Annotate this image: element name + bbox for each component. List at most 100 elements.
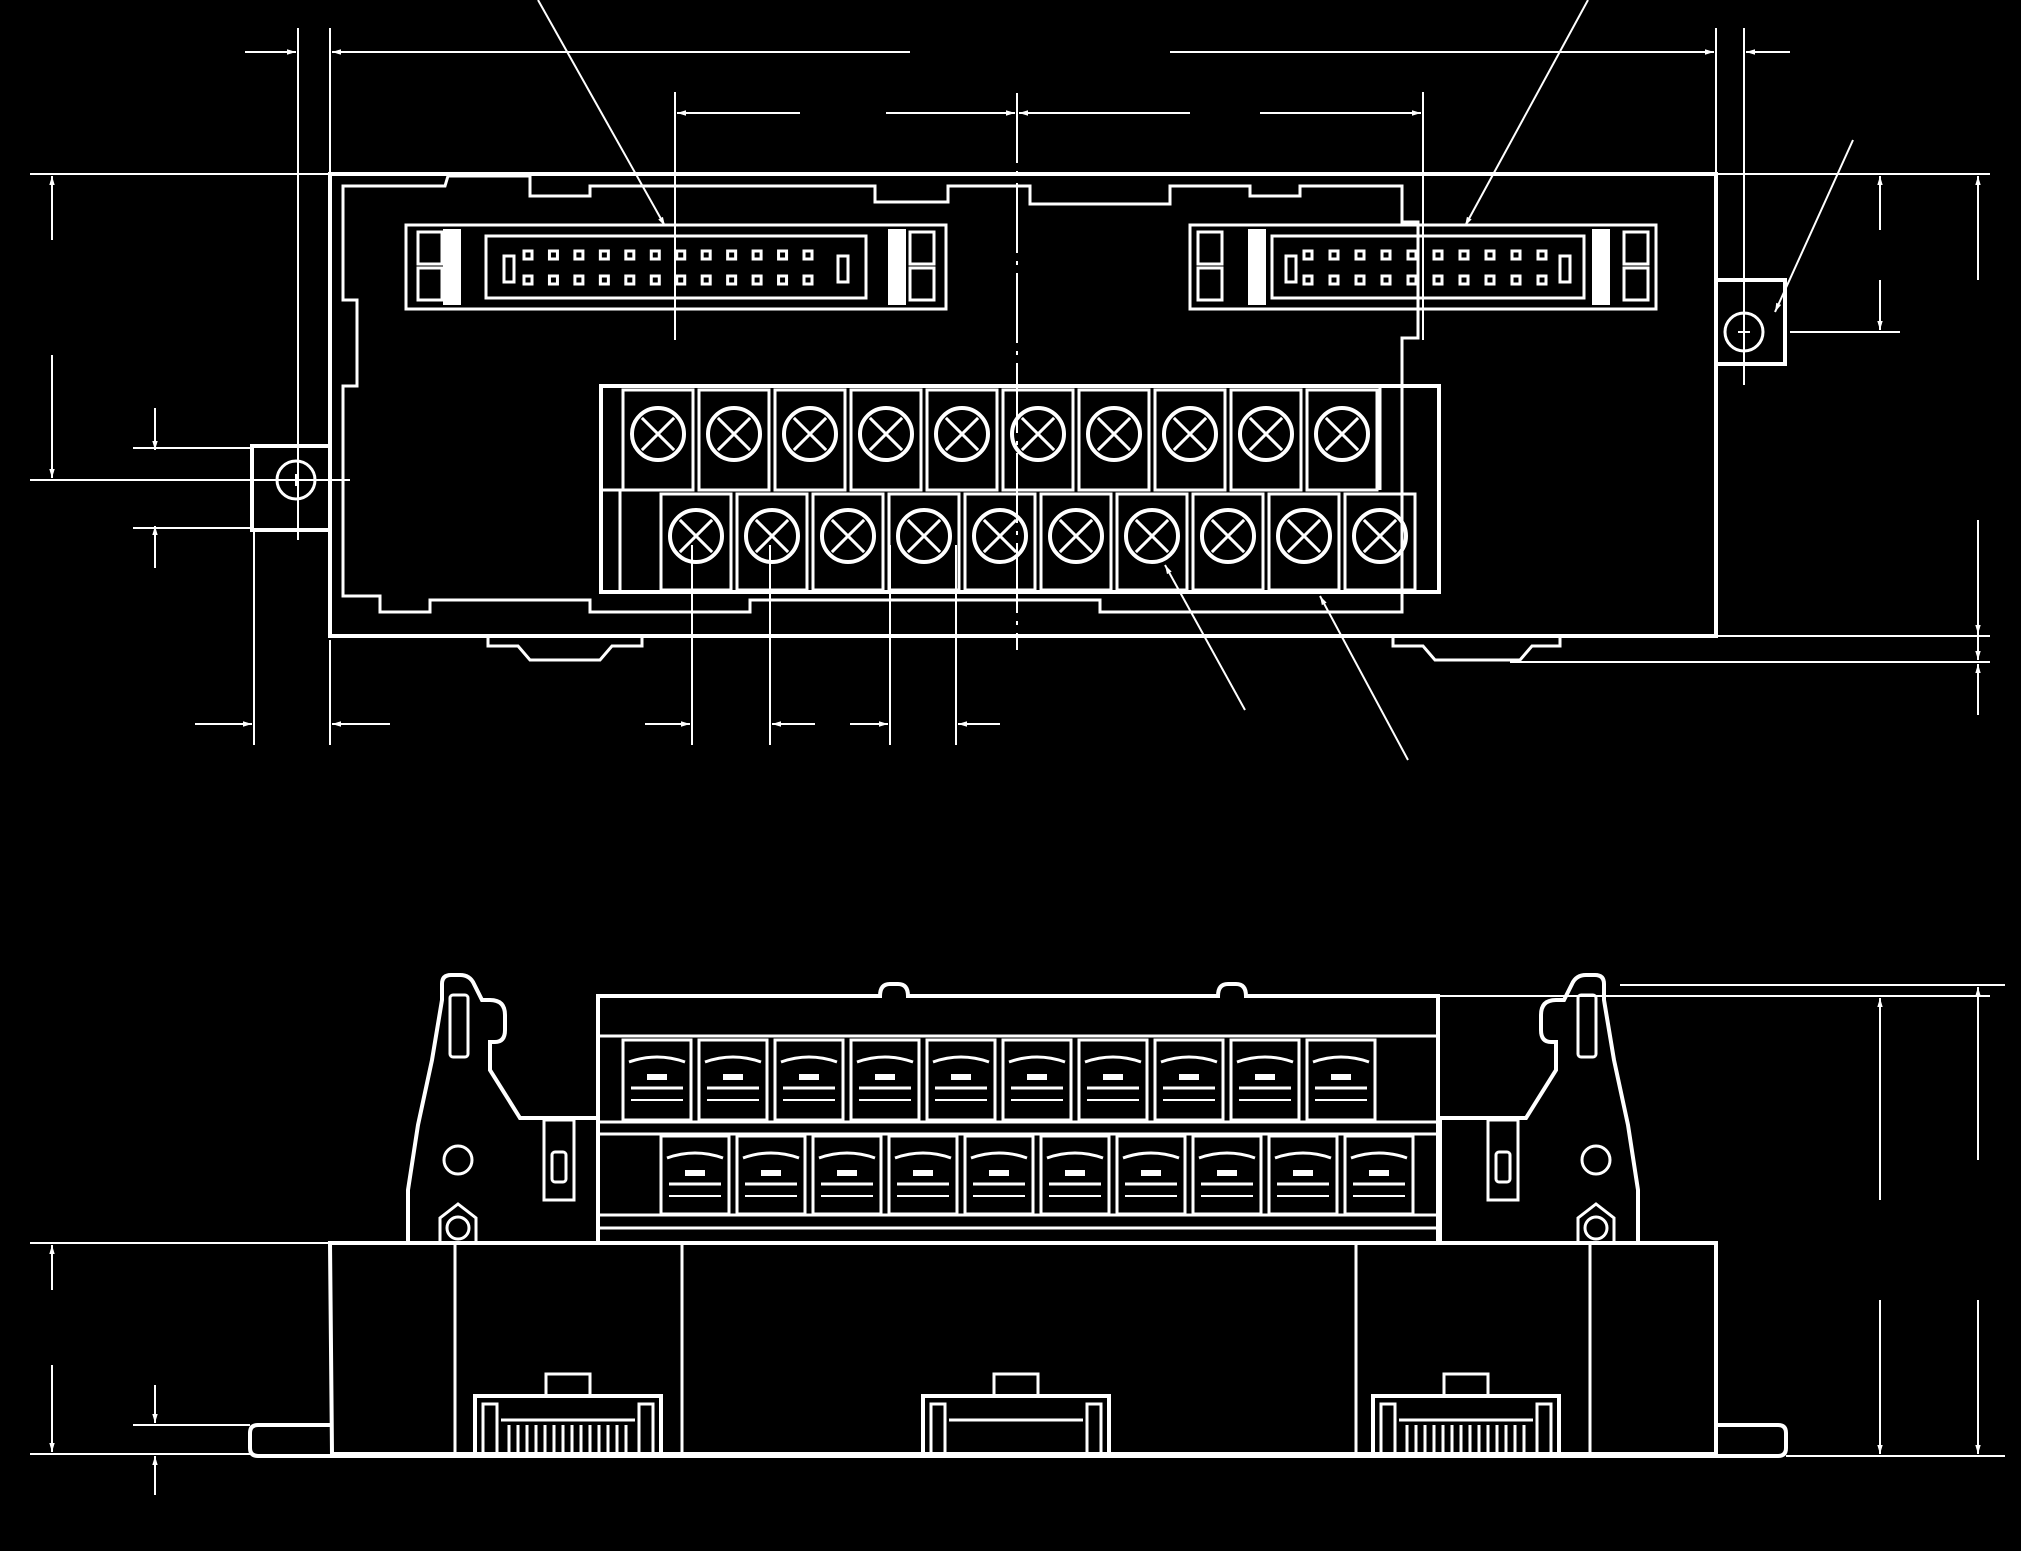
left-latch-post (406, 973, 600, 1243)
right-latch-post (1438, 973, 1640, 1243)
front-view (30, 973, 2005, 1495)
front-view-base (327, 1241, 1718, 1456)
connector-pin (598, 249, 610, 261)
screw-cross-icon (640, 416, 676, 452)
terminal-cell (1039, 492, 1113, 592)
connector-pin (1536, 249, 1548, 261)
connector-pin (624, 274, 636, 286)
connector-pin (598, 274, 610, 286)
terminal-cell (659, 492, 733, 592)
terminal-clamp-curve (742, 1151, 800, 1160)
top-view-housing-outer (328, 172, 1718, 638)
clip-side (929, 1402, 947, 1456)
terminal-front-cell (1229, 1038, 1301, 1122)
connector-pin (675, 274, 687, 286)
terminal-cell (963, 492, 1037, 592)
connector-pin (522, 274, 534, 286)
terminal-screw-head (837, 1170, 857, 1176)
terminal-screw-head (799, 1074, 819, 1080)
terminal-front-cell (1305, 1038, 1377, 1122)
clip-tab (544, 1372, 592, 1398)
terminal-screw-icon (668, 508, 724, 564)
terminal-front-cell (659, 1134, 731, 1216)
left-mounting-ear (250, 444, 330, 532)
clip-side (1535, 1402, 1553, 1456)
terminal-screw-icon (972, 508, 1028, 564)
top-view-bottom-clip-left (486, 636, 644, 662)
terminal-row-upper-cells (621, 1038, 1377, 1122)
terminal-screw-icon (1010, 406, 1066, 462)
terminal-screw-head (1103, 1074, 1123, 1080)
screw-cross-icon (1210, 518, 1246, 554)
terminal-cell (1229, 388, 1303, 492)
terminal-screw-icon (630, 406, 686, 462)
terminal-front-cell (925, 1038, 997, 1122)
connector-pin (802, 274, 814, 286)
terminal-cell (697, 388, 771, 492)
terminal-screw-head (913, 1170, 933, 1176)
top-view-leader-lines (537, 0, 1854, 761)
front-view-bottom-clips (473, 1372, 1561, 1456)
connector-pin (751, 249, 763, 261)
connector-pin (726, 274, 738, 286)
terminal-cell (1153, 388, 1227, 492)
connector-pin (547, 249, 559, 261)
terminal-cell (1077, 388, 1151, 492)
terminal-screw-head (1255, 1074, 1275, 1080)
terminal-clamp-curve (1046, 1151, 1104, 1160)
screw-cross-icon (1286, 518, 1322, 554)
terminal-front-cell (1001, 1038, 1073, 1122)
connector-right-pins (1302, 249, 1548, 286)
connector-pin (751, 274, 763, 286)
screw-cross-icon (944, 416, 980, 452)
terminal-front-cell (1077, 1038, 1149, 1122)
terminal-front-cell (697, 1038, 769, 1122)
terminal-screw-head (685, 1170, 705, 1176)
terminal-screw-head (1369, 1170, 1389, 1176)
connector-pin (573, 274, 585, 286)
terminal-cell (1001, 388, 1075, 492)
top-view-dimension-arrows (49, 49, 1981, 727)
screw-cross-icon (1096, 416, 1132, 452)
connector-pin (1458, 274, 1470, 286)
clip-tab (992, 1372, 1040, 1398)
terminal-front-cell (1115, 1134, 1187, 1216)
terminal-screw-head (1141, 1170, 1161, 1176)
terminal-cell (811, 492, 885, 592)
connector-pin (1380, 249, 1392, 261)
connector-pin (1484, 249, 1496, 261)
screw-cross-icon (1362, 518, 1398, 554)
terminal-front-cell (849, 1038, 921, 1122)
terminal-screw-head (647, 1074, 667, 1080)
terminal-block-top-view (599, 384, 1441, 594)
connector-pin (777, 249, 789, 261)
terminal-front-cell (1039, 1134, 1111, 1216)
screw-cross-icon (906, 518, 942, 554)
clip-side (1085, 1402, 1103, 1456)
terminal-screw-head (1331, 1074, 1351, 1080)
terminal-cell (1191, 492, 1265, 592)
top-view-bottom-clip-right (1391, 636, 1562, 662)
connector-pin (1328, 249, 1340, 261)
bottom-clip (1371, 1394, 1561, 1456)
screw-cross-icon (792, 416, 828, 452)
terminal-clamp-curve (1236, 1055, 1294, 1064)
connector-pin (1432, 274, 1444, 286)
terminal-screw-icon (1314, 406, 1370, 462)
connector-pin (1354, 274, 1366, 286)
terminal-clamp-curve (666, 1151, 724, 1160)
connector-pin (1406, 249, 1418, 261)
terminal-cell (1305, 388, 1379, 492)
terminal-clamp-curve (818, 1151, 876, 1160)
screw-cross-icon (1020, 416, 1056, 452)
terminal-screw-icon (1200, 508, 1256, 564)
terminal-screw-icon (706, 406, 762, 462)
screw-cross-icon (1058, 518, 1094, 554)
terminal-clamp-curve (932, 1055, 990, 1064)
front-view-base-flanges (248, 1423, 1788, 1458)
terminal-clamp-curve (894, 1151, 952, 1160)
terminal-front-cell (1191, 1134, 1263, 1216)
screw-cross-icon (754, 518, 790, 554)
terminal-clamp-curve (1122, 1151, 1180, 1160)
